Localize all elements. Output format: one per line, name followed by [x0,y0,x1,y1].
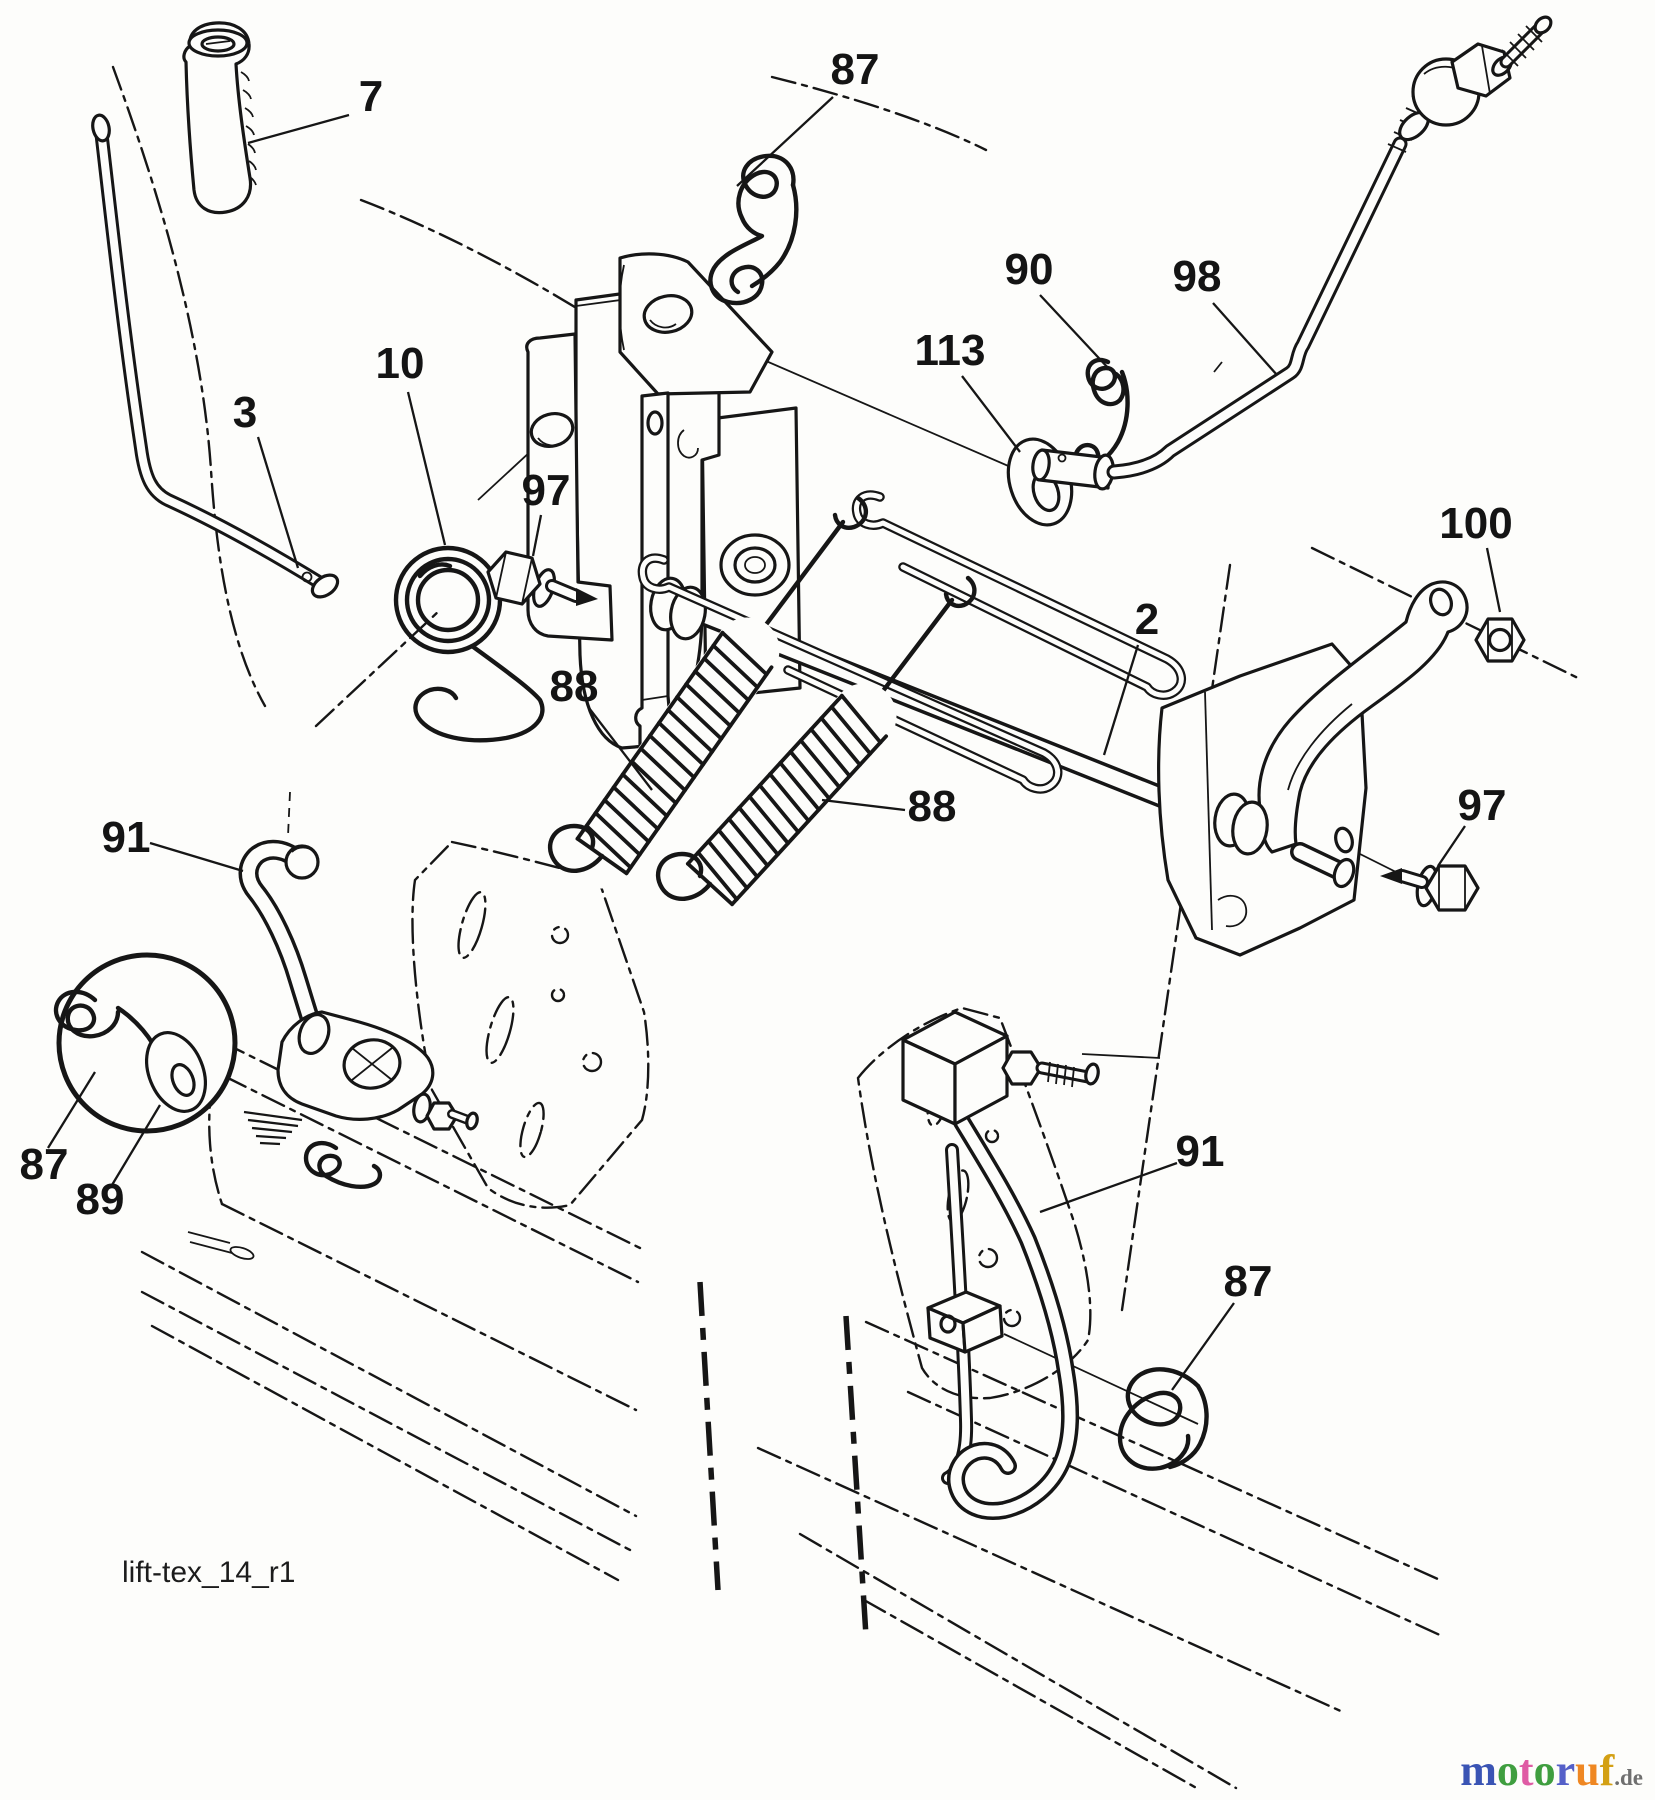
callout-part-89: 89 [75,1175,125,1224]
phantom-deck-left [140,1040,869,1637]
watermark-letter-o1: o [1496,1746,1519,1795]
detail-inset-circle [53,952,238,1134]
callout-part-91-right: 91 [1175,1127,1225,1176]
hairpin-clip-87-top [708,153,799,306]
callout-part-88-left: 88 [549,662,599,711]
watermark-letter-r: r [1555,1746,1576,1795]
handle-grip-7 [182,21,257,215]
callout-part-88-right: 88 [907,782,957,831]
callout-part-98: 98 [1172,252,1222,301]
watermark-domain: .de [1614,1765,1643,1790]
hairpin-clip-90 [1073,357,1130,471]
lift-lever-91-left [238,839,328,1054]
rear-lift-bracket [1157,580,1469,957]
callout-part-90: 90 [1004,245,1054,294]
phantom-deck-right [756,563,1444,1792]
watermark-letter-f: f [1599,1746,1615,1795]
extension-spring-88-left [547,495,868,889]
lever-pivot-casting [243,1010,479,1189]
flange-bolt-97-right [1380,864,1480,912]
assembly-axis-lines [287,321,1584,1425]
watermark-letter-o2: o [1533,1746,1556,1795]
torsion-spring-10 [393,545,545,743]
callout-part-113: 113 [914,326,986,375]
watermark-letter-t: t [1518,1746,1534,1795]
pivot-block [926,1290,1004,1354]
extension-spring-88-right [655,575,977,917]
callout-part-87-inset: 87 [19,1140,69,1189]
spring-anchor-wire-links [637,490,1187,794]
callout-part-87-top: 87 [830,45,880,94]
hairpin-clip-87-bottom [1117,1367,1209,1471]
callout-part-2: 2 [1134,595,1160,644]
hex-nut-100 [1474,617,1526,663]
callout-part-91-left: 91 [101,813,151,862]
flange-bolt-97-left [486,550,598,608]
callout-part-10: 10 [375,339,425,388]
callout-part-3: 3 [232,388,258,437]
lift-lever-91-right [901,1010,1100,1520]
watermark-motoruf: motoruf.de [1460,1745,1643,1796]
detail-pointer-hatch [243,1110,303,1146]
drawing-id-text: lift-tex_14_r1 [122,1556,296,1589]
callout-part-87-bottom: 87 [1223,1257,1273,1306]
callout-part-97-left: 97 [521,466,571,515]
watermark-letter-m: m [1460,1746,1497,1795]
leader-lines [47,96,1502,1391]
lift-handle-rod-3 [91,113,340,599]
callout-part-7: 7 [358,72,384,121]
watermark-letter-u: u [1575,1746,1600,1795]
phantom-plate-left [411,840,650,1209]
lift-rod-98 [1031,15,1553,491]
callout-part-100: 100 [1439,499,1513,548]
callout-part-97-right: 97 [1457,781,1507,830]
